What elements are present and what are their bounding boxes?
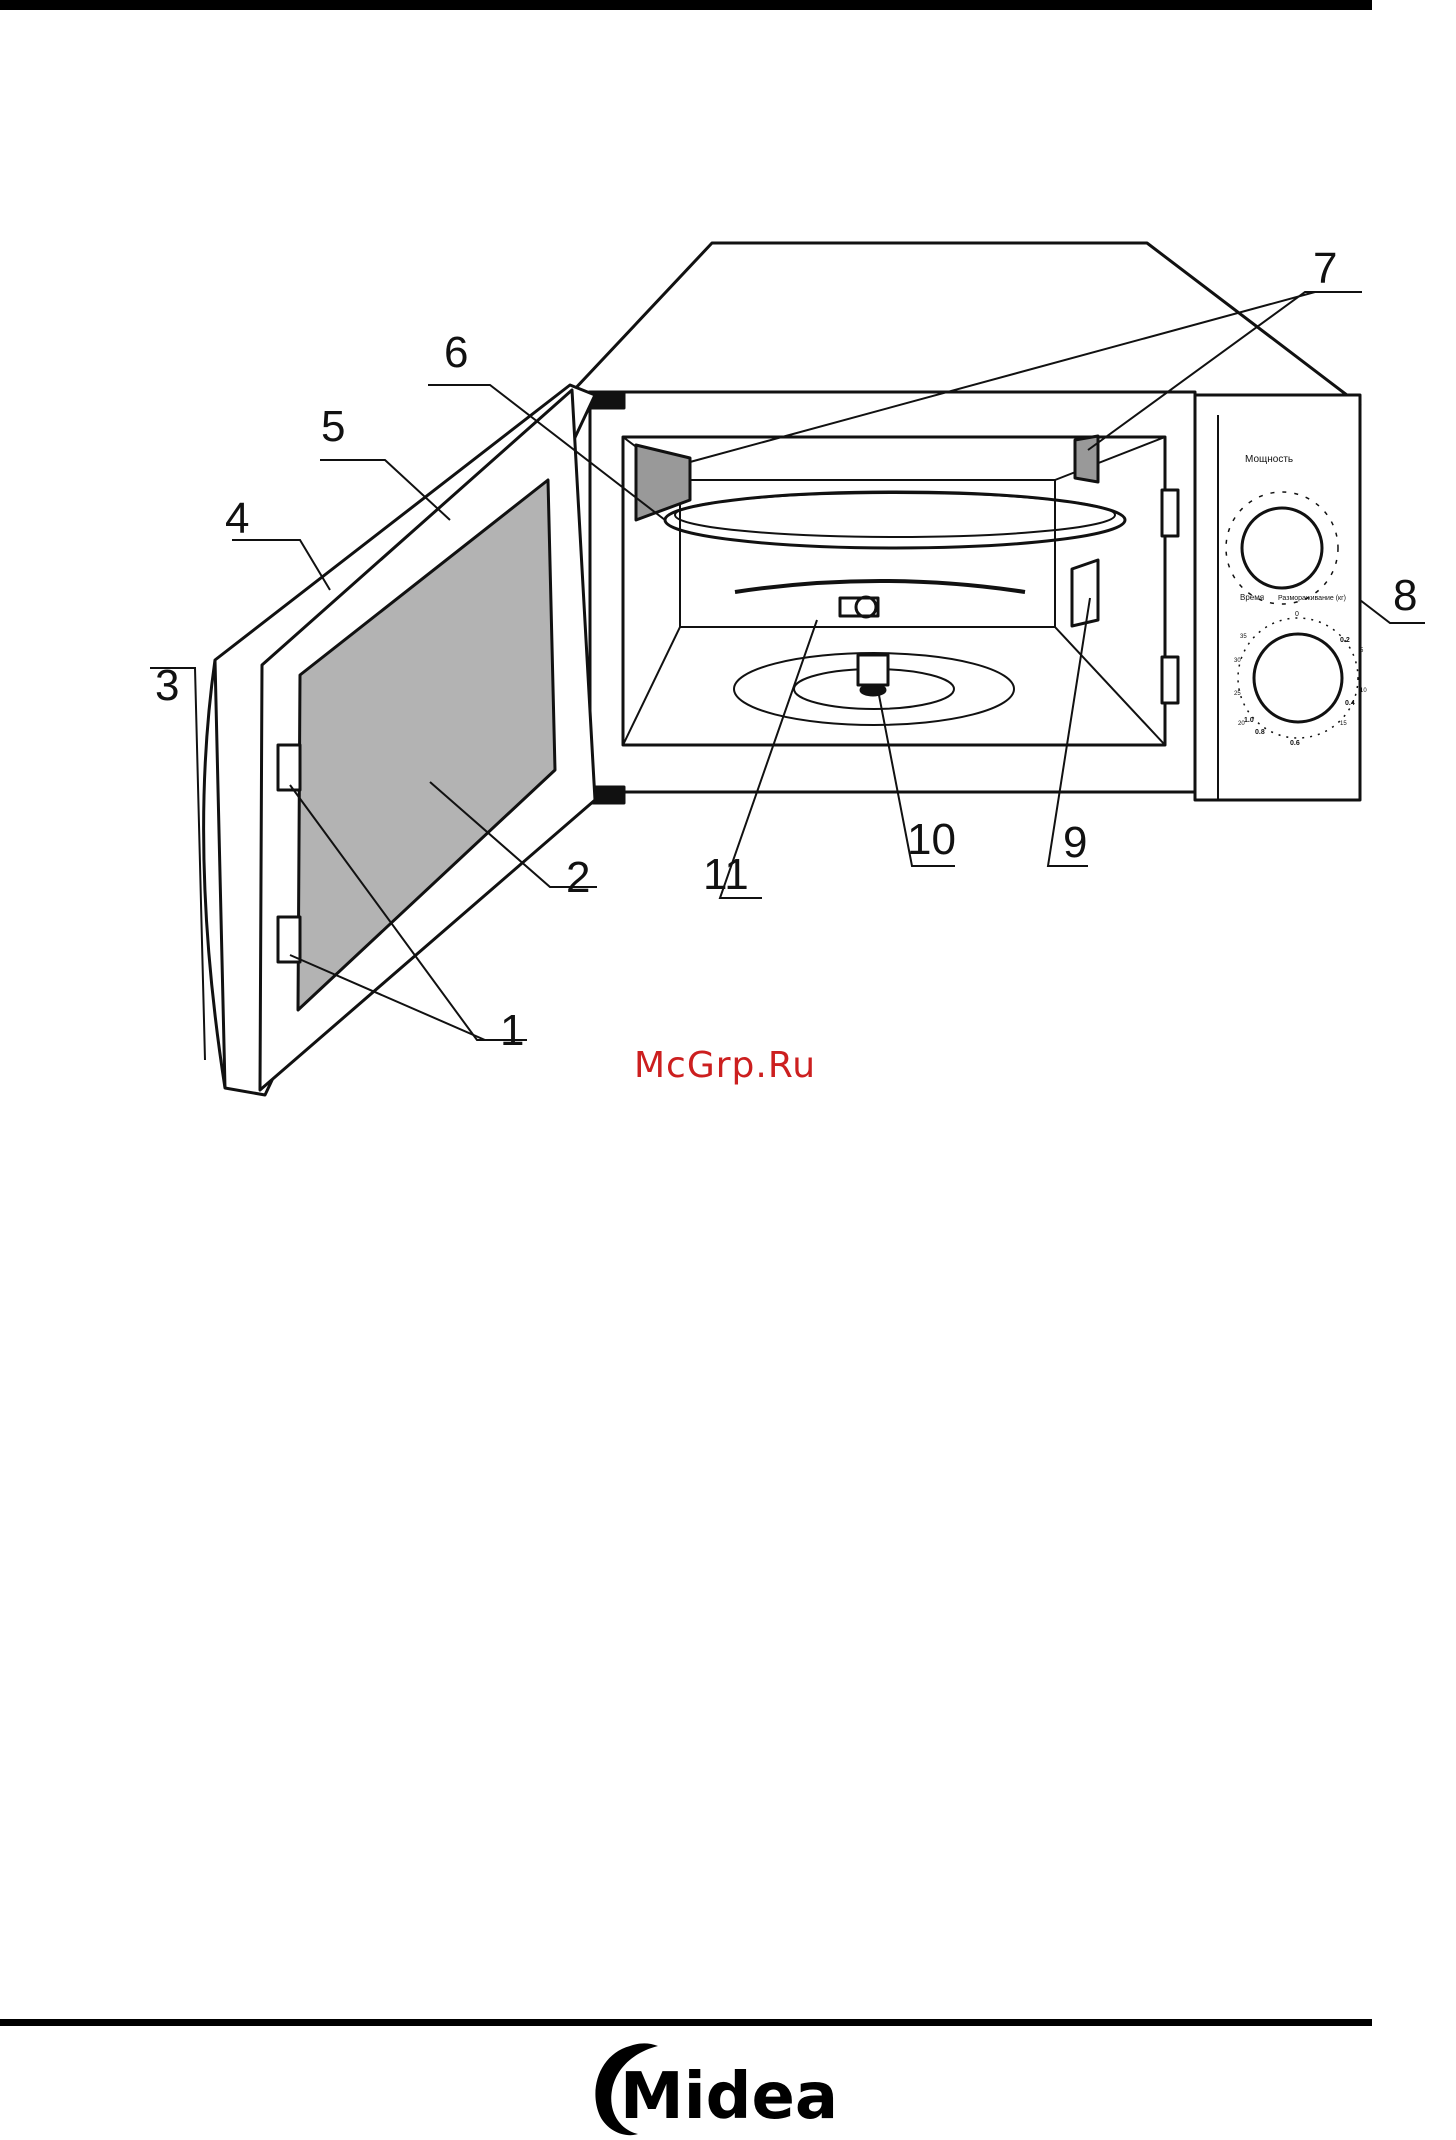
midea-logo: Midea (582, 2034, 842, 2140)
latch-slot-upper (1162, 490, 1178, 536)
brand-name: Midea (620, 2060, 838, 2134)
callout-6: 6 (444, 328, 468, 377)
timer-tick-5: 5 (1360, 648, 1364, 654)
callout-2: 2 (566, 853, 590, 902)
time-label: Время (1240, 593, 1264, 602)
latch-upper (278, 745, 300, 790)
mica-plate-right (1075, 436, 1098, 482)
timer-tick-10: 10 (1360, 688, 1367, 694)
microwave-diagram: 1 2 3 4 5 6 7 8 9 10 11 Мощность Время Р… (0, 0, 1456, 1120)
callout-7: 7 (1313, 244, 1337, 293)
defrost-tick-0.2: 0.2 (1340, 637, 1350, 644)
defrost-tick-0.6: 0.6 (1290, 740, 1300, 747)
defrost-label: Размораживание (кг) (1278, 595, 1346, 602)
callout-3: 3 (155, 661, 179, 710)
callout-4: 4 (225, 494, 249, 543)
callout-8: 8 (1393, 571, 1417, 620)
cabinet-top (572, 243, 1360, 405)
timer-tick-25: 25 (1234, 691, 1241, 697)
coupler (858, 655, 888, 685)
timer-knob (1254, 634, 1342, 722)
power-label: Мощность (1245, 454, 1293, 465)
power-knob (1242, 508, 1322, 588)
defrost-tick-0.4: 0.4 (1345, 700, 1355, 707)
callout-5: 5 (321, 402, 345, 451)
timer-tick-15: 15 (1340, 721, 1347, 727)
callout-1: 1 (500, 1006, 524, 1055)
callout-11: 11 (703, 850, 749, 899)
callout-9: 9 (1063, 818, 1087, 867)
timer-tick-35: 35 (1240, 634, 1247, 640)
defrost-tick-0.8: 0.8 (1255, 729, 1265, 736)
waveguide-cover (1072, 560, 1098, 626)
latch-lower (278, 917, 300, 962)
watermark: McGrp.Ru (634, 1045, 816, 1086)
defrost-tick-1.0: 1.0 (1244, 717, 1254, 724)
timer-tick-0: 0 (1295, 611, 1299, 618)
timer-tick-30: 30 (1234, 658, 1241, 664)
bottom-rule (0, 2019, 1372, 2026)
latch-slot-lower (1162, 657, 1178, 703)
callout-10: 10 (907, 815, 956, 864)
